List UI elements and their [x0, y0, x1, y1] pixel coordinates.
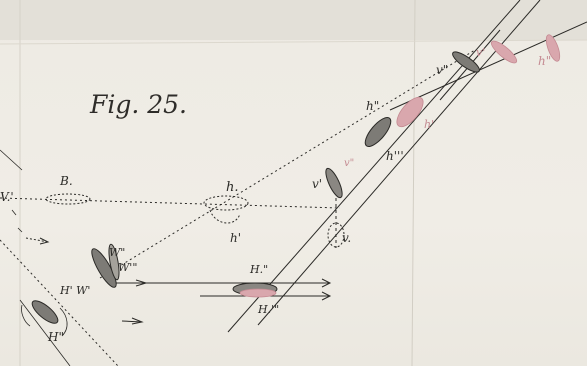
label-W-dprime: W" [109, 246, 125, 259]
wing-v-dprime [452, 51, 480, 73]
steep-solid-line-1 [227, 0, 521, 333]
arrowhead-lower [321, 291, 332, 301]
lower-left-dotted-line [0, 239, 119, 366]
label-h-prime: h' [230, 231, 241, 245]
steep-solid-line-2 [257, 0, 541, 326]
lower-left-stroke [19, 299, 71, 366]
tick-mark-1 [11, 209, 17, 216]
red-wing-h-far [545, 34, 561, 62]
wing-v-prime [325, 167, 343, 199]
label-H-dprime-left: H" [47, 330, 64, 344]
label-H-prime-W-prime: H' W' [59, 284, 90, 297]
curve-mark-left [21, 304, 31, 327]
top-edge-line [0, 39, 587, 45]
B-ellipse [45, 193, 91, 205]
wing-H-prime [31, 300, 59, 324]
left-edge-stroke [0, 149, 23, 171]
h-ellipse [203, 195, 249, 211]
label-H-tprime: H.'" [257, 303, 279, 316]
label-B: B. [59, 174, 73, 188]
tick-mark-2 [17, 227, 23, 233]
red-wing-H-center [239, 288, 277, 298]
label-H-dprime-center: H." [249, 263, 268, 276]
wing-W-prime [108, 243, 120, 281]
label-v-dprime: v" [436, 63, 448, 77]
label-v: v. [342, 231, 351, 245]
arrowhead-mid-2 [131, 317, 144, 325]
label-h: h. [226, 180, 239, 195]
h-prime-arc [209, 209, 241, 224]
dotted-diagonal-line [99, 49, 476, 279]
wing-h-dprime [364, 116, 392, 148]
dotted-horizontal-line [0, 197, 341, 209]
arrowhead-left-1 [39, 237, 50, 245]
tick-marks [11, 209, 68, 337]
label-red-v-dprime: v" [344, 158, 354, 169]
wing-W [91, 248, 117, 288]
label-V-left: V.' [0, 190, 14, 204]
label-h-dprime: h" [366, 99, 379, 113]
label-red-h-dprime: h" [538, 54, 551, 68]
arrowhead-upper [321, 278, 332, 288]
label-v-prime: v' [312, 177, 322, 191]
arrow-shaft-2 [121, 320, 143, 323]
arrowheads [25, 237, 332, 325]
label-red-h-prime: h' [424, 118, 434, 131]
label-h-tprime: h''' [386, 149, 404, 163]
red-wing-shapes [239, 34, 561, 298]
upper-right-line [389, 21, 587, 111]
fold-line [411, 0, 416, 366]
label-red-v-prime: v' [476, 46, 485, 59]
figure-title: Fig. 25. [89, 90, 187, 119]
v-ellipse [327, 222, 345, 248]
curve-mark-right [59, 307, 68, 337]
top-margin [0, 0, 587, 40]
red-wing-h [396, 96, 424, 128]
red-wing-v [490, 40, 518, 64]
label-W-tprime: W'" [118, 261, 137, 274]
